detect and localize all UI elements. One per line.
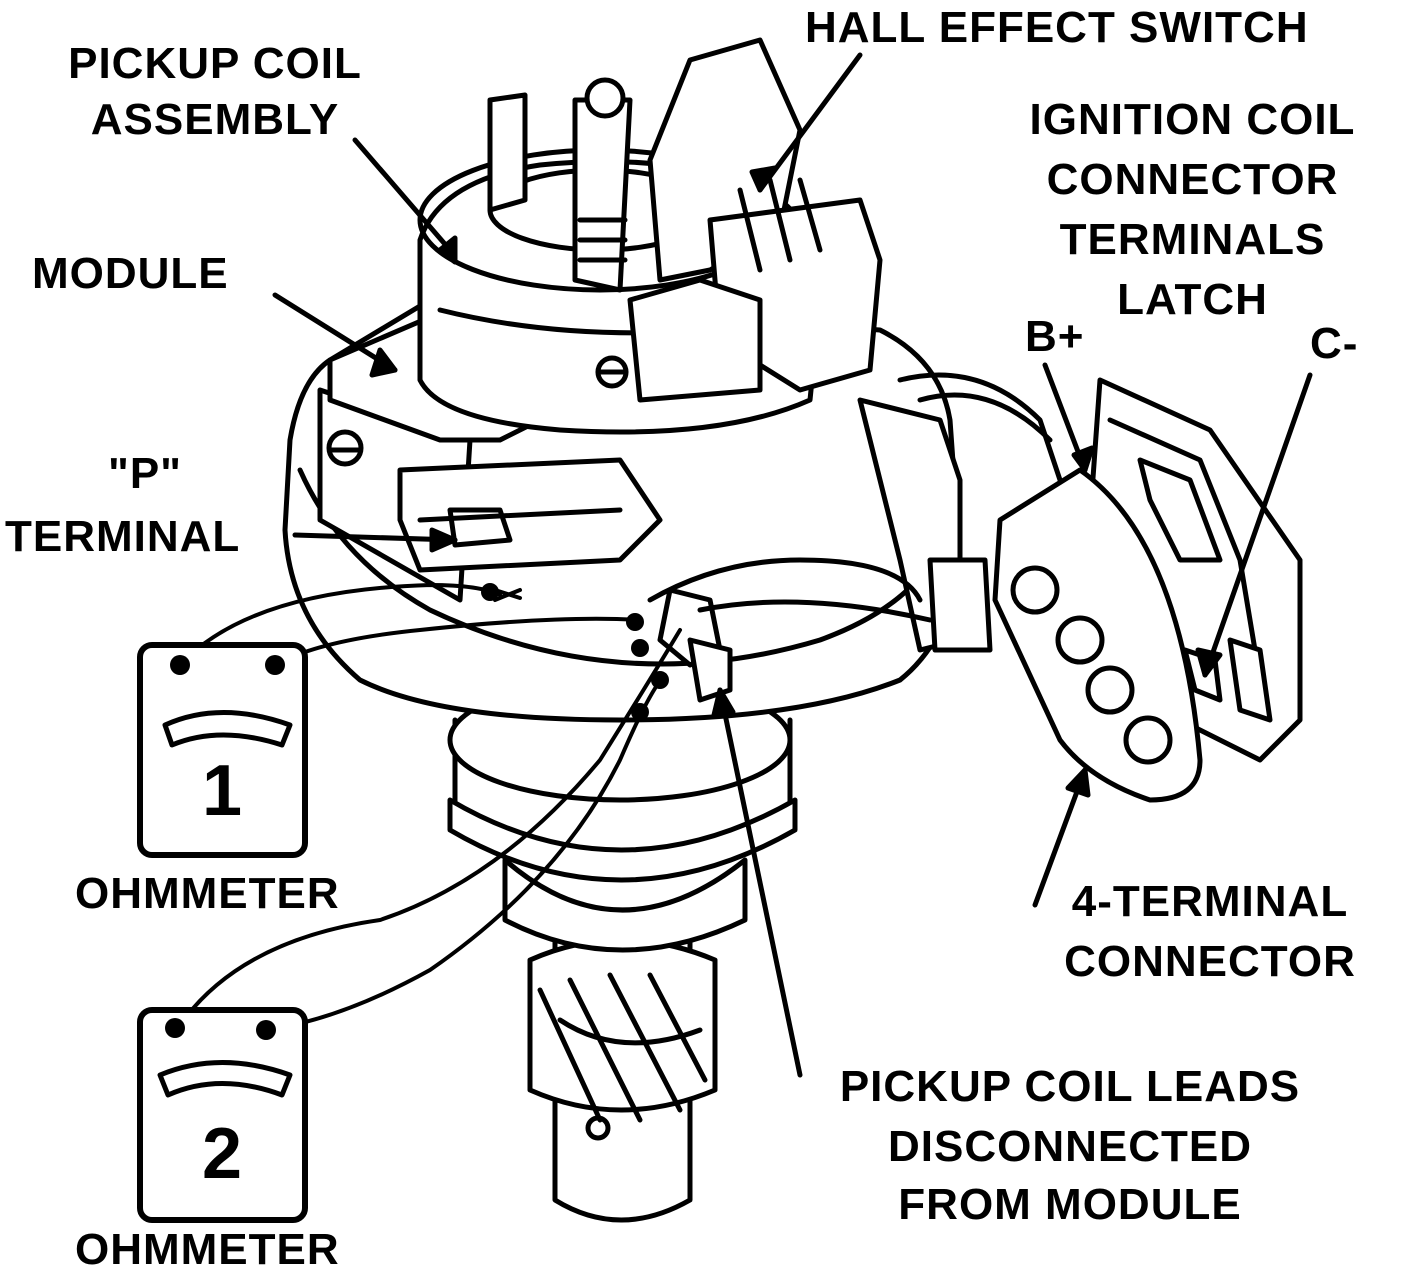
ohmmeter-2 [137, 1007, 308, 1223]
ohmmeter-1-wires [178, 583, 642, 667]
pointer-lines [272, 52, 1313, 1078]
label-pickup-coil-line1: PICKUP COIL [68, 39, 362, 88]
label-ignition-coil-line2: CONNECTOR [1046, 155, 1339, 204]
label-pickup-coil-line2: ASSEMBLY [90, 95, 340, 144]
label-pickup-leads-line3: FROM MODULE [898, 1180, 1242, 1229]
label-c-minus: C- [1310, 319, 1359, 368]
label-ignition-coil-line4: LATCH [1117, 275, 1268, 324]
pickup-lead-plugs [647, 557, 933, 703]
label-module: MODULE [32, 249, 229, 298]
label-pickup-leads-line2: DISCONNECTED [887, 1122, 1253, 1171]
ohmmeter-2-caption: OHMMETER [75, 1225, 340, 1268]
side-connector [857, 372, 1063, 653]
ohmmeter-1-caption: OHMMETER [75, 869, 340, 918]
ohmmeter-1-number: 1 [201, 751, 244, 831]
hall-effect-switch [627, 37, 883, 403]
label-p-terminal-line1: "P" [107, 449, 183, 498]
label-four-terminal-line2: CONNECTOR [1064, 937, 1356, 986]
ohmmeter-1 [137, 642, 308, 858]
label-ignition-coil-line3: TERMINALS [1059, 215, 1326, 264]
ohmmeter-2-wires [178, 628, 682, 1032]
distributor-gear [527, 937, 718, 1223]
ignition-coil-connector [1087, 377, 1303, 763]
label-hall-effect-switch: HALL EFFECT SWITCH [805, 3, 1309, 52]
label-p-terminal-line2: TERMINAL [5, 512, 241, 561]
label-pickup-leads-line1: PICKUP COIL LEADS [839, 1062, 1301, 1111]
terminal-dots [165, 583, 669, 1040]
label-four-terminal-line1: 4-TERMINAL [1071, 877, 1349, 926]
label-b-plus: B+ [1025, 312, 1085, 361]
label-ignition-coil-line1: IGNITION COIL [1029, 95, 1356, 144]
four-terminal-connector [992, 467, 1203, 803]
ohmmeter-2-number: 2 [201, 1114, 244, 1194]
